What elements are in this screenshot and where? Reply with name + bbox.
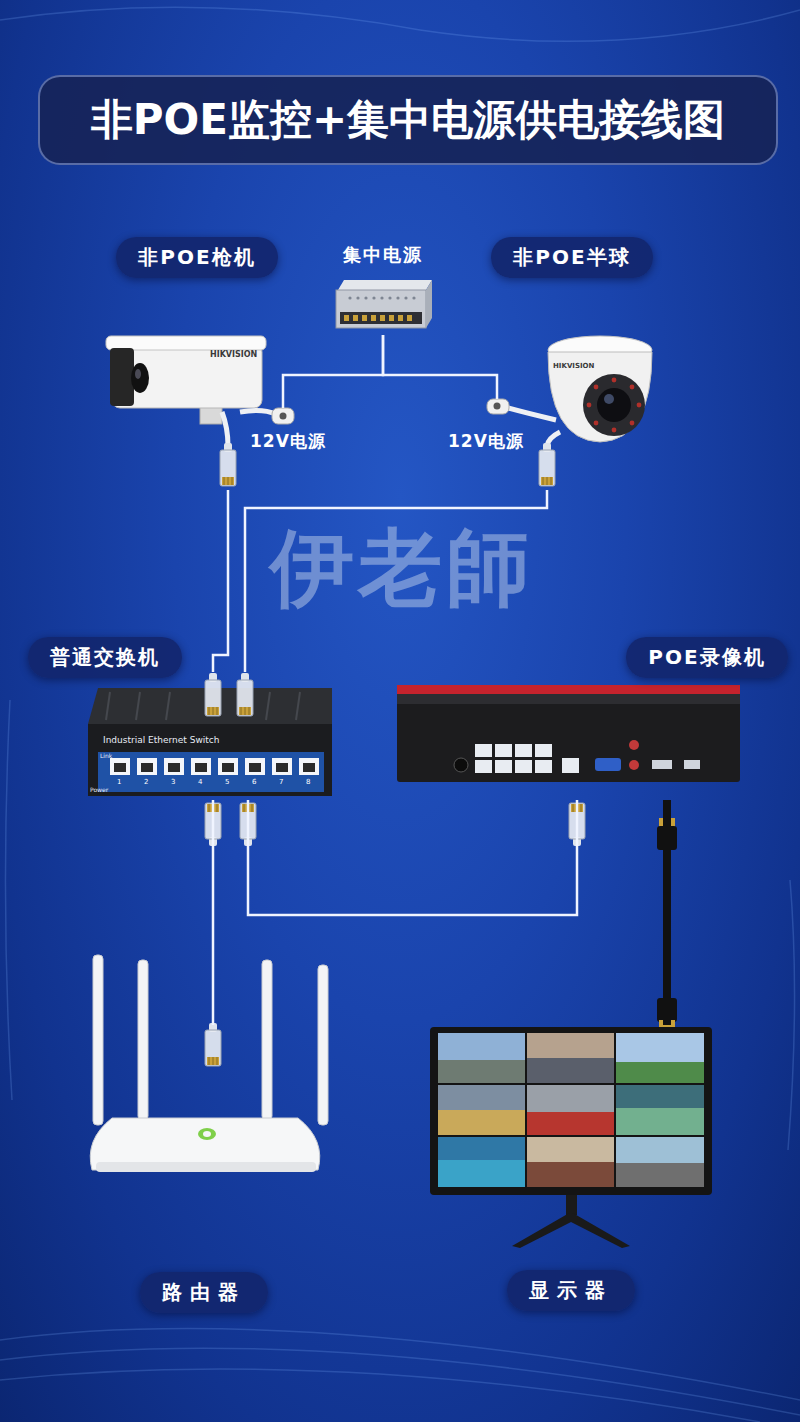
device-node: 路由器 [85,1025,330,1315]
part-label: Industrial Ethernet Switch [103,736,219,746]
hdmi-cable [663,800,671,1025]
device-label: 显示器 [507,1270,635,1311]
device-label: 集中电源 [343,243,423,267]
title-bar: 非POE监控+集中电源供电接线图 [38,75,778,165]
part-label: 7 [279,779,283,787]
part-label: 5 [225,779,229,787]
device-label: 非POE半球 [491,237,652,278]
part-label: HIKVISION [210,351,257,360]
device-label: POE录像机 [626,637,787,678]
device-node: 显示器 [430,1025,712,1315]
part-label: 4 [198,779,202,787]
device-label: 普通交换机 [28,637,182,678]
part-label: 2 [144,779,148,787]
part-label: 3 [171,779,175,787]
part-label: 1 [117,779,121,787]
part-label: HIKVISION [553,363,594,371]
device-label: 非POE枪机 [116,237,277,278]
watermark: 伊老師 [270,522,534,614]
device-node: POE录像机 [397,640,740,800]
part-label: 12V电源 [250,432,326,451]
device-node: 集中电源 [330,240,436,335]
part-label: Power [90,787,108,794]
part-label: 6 [252,779,256,787]
cable [300,335,383,375]
cable [248,800,577,915]
title-text: 非POE监控+集中电源供电接线图 [91,92,725,148]
device-label: 路由器 [140,1272,268,1313]
cable [212,800,215,1025]
part-label: 12V电源 [448,432,524,451]
cable [383,335,480,375]
part-label: 8 [306,779,310,787]
cable [245,490,547,672]
device-node: 非POE枪机 [105,237,300,490]
part-label: Link [100,753,112,760]
cable [213,490,228,672]
